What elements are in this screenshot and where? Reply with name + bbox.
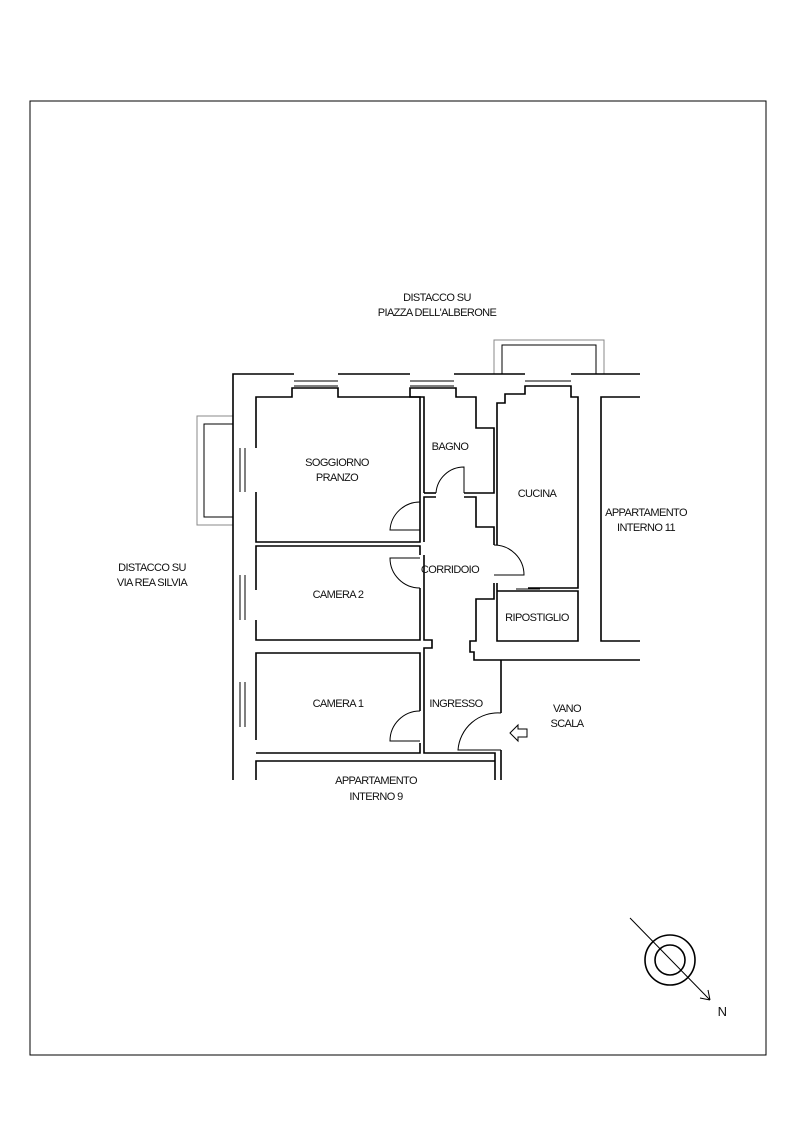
walls [232, 373, 640, 780]
label-west-distance-1: DISTACCO SU [118, 562, 186, 574]
entrance-arrow-icon [509, 723, 528, 743]
room-living-2: PRANZO [316, 472, 359, 484]
room-kitchen: CUCINA [518, 488, 558, 500]
room-living-1: SOGGIORNO [305, 457, 370, 469]
label-stairwell-1: VANO [553, 703, 582, 715]
sheet-frame [29, 100, 767, 1056]
room-bathroom: BAGNO [432, 441, 470, 453]
label-west-distance-2: VIA REA SILVIA [117, 577, 189, 589]
label-apartment-9-2: INTERNO 9 [349, 791, 403, 803]
label-north-distance-1: DISTACCO SU [403, 292, 471, 304]
label-apartment-11-2: INTERNO 11 [617, 522, 675, 534]
north-compass-icon [629, 917, 711, 1001]
room-entrance: INGRESSO [429, 698, 483, 710]
doors [389, 466, 540, 751]
room-storage: RIPOSTIGLIO [505, 612, 570, 624]
label-north-distance-2: PIAZZA DELL'ALBERONE [378, 307, 497, 319]
label-stairwell-2: SCALA [550, 718, 584, 730]
label-apartment-9-1: APPARTAMENTO [335, 775, 418, 787]
label-apartment-11-1: APPARTAMENTO [605, 507, 688, 519]
room-corridor: CORRIDOIO [421, 564, 480, 576]
room-bedroom-1: CAMERA 1 [313, 698, 364, 710]
balcony-north [493, 339, 605, 374]
compass-north-label: N [718, 1004, 727, 1019]
room-bedroom-2: CAMERA 2 [313, 589, 364, 601]
windows [239, 380, 571, 727]
balcony-west [196, 415, 233, 526]
